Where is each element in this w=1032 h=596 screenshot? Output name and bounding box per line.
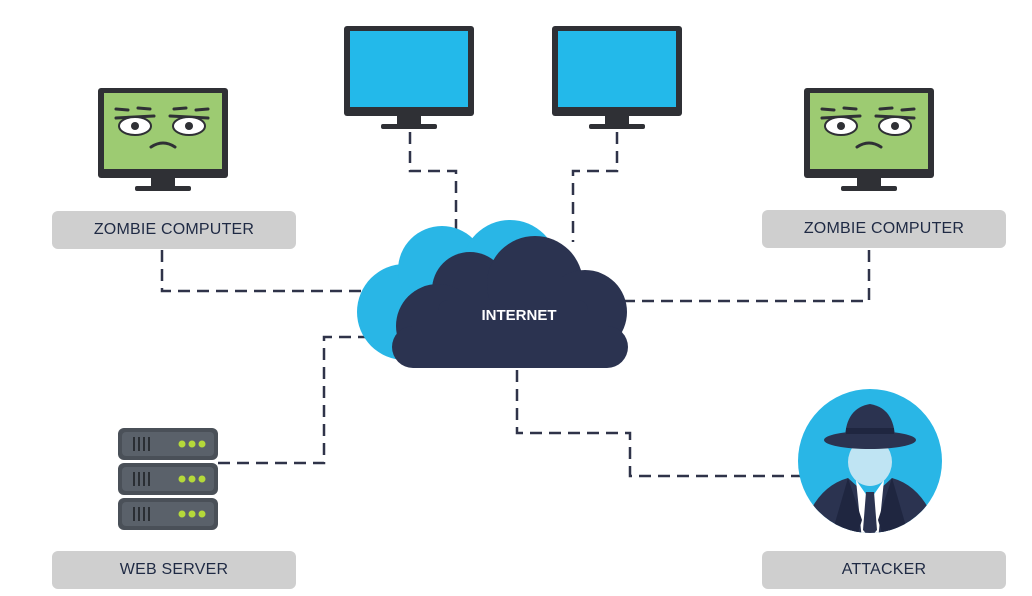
link-web-server	[218, 335, 368, 465]
attacker-text: ATTACKER	[841, 561, 927, 578]
monitor-icon	[344, 26, 474, 129]
zombie-computer-label-left: ZOMBIE COMPUTER	[52, 211, 296, 249]
internet-label: INTERNET	[482, 307, 557, 324]
zombie-computer-label-right: ZOMBIE COMPUTER	[762, 210, 1006, 248]
zombie-computer-right-text: ZOMBIE COMPUTER	[803, 220, 965, 237]
web-server-label: WEB SERVER	[52, 551, 296, 589]
monitor-icon	[552, 26, 682, 129]
link-monitor-1	[408, 132, 458, 245]
attacker-label: ATTACKER	[762, 551, 1006, 589]
zombie-monitor-icon	[804, 88, 934, 191]
link-zombie-right	[615, 250, 871, 303]
zombie-monitor-icon	[98, 88, 228, 191]
server-icon	[118, 428, 218, 530]
zombie-computer-left-text: ZOMBIE COMPUTER	[93, 221, 255, 238]
link-zombie-left	[160, 250, 390, 293]
connection-lines	[160, 132, 871, 478]
link-monitor-2	[571, 132, 619, 242]
web-server-text: WEB SERVER	[119, 561, 229, 578]
attacker-icon	[798, 389, 942, 533]
cloud-icon: INTERNET	[357, 220, 628, 368]
link-attacker	[515, 370, 800, 478]
